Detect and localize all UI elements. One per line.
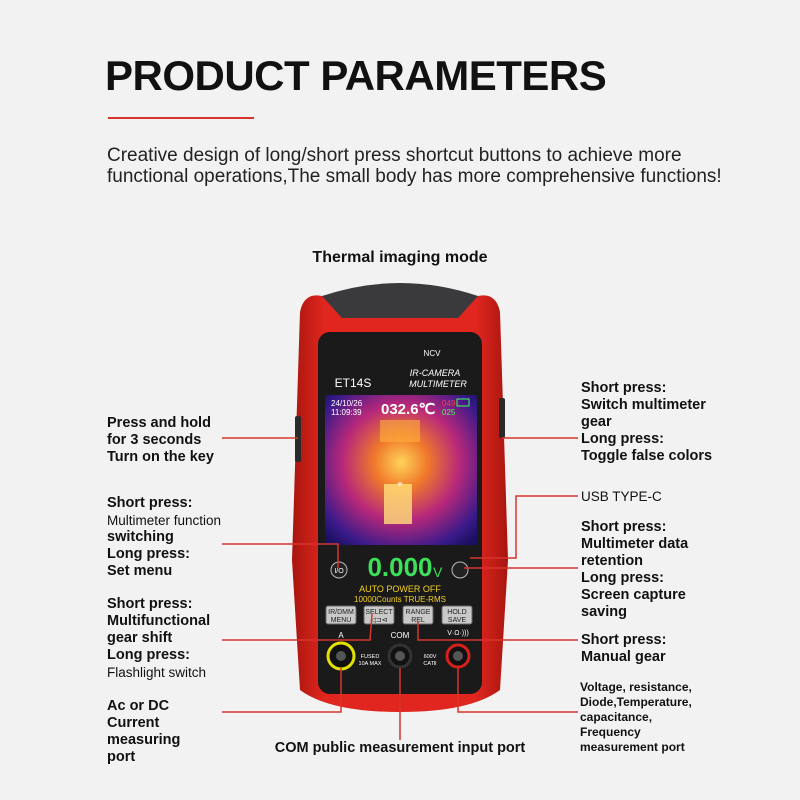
- fused-label-1: FUSED: [361, 654, 380, 660]
- annotation-manual-gear: Short press: Manual gear: [581, 632, 667, 665]
- mode-subtitle: Thermal imaging mode: [312, 249, 488, 266]
- ncv-label: NCV: [424, 349, 442, 358]
- annotation-function-switch: Short press: Multimeter function switchi…: [107, 495, 222, 579]
- battery-icon: [456, 398, 470, 407]
- reading-unit: V: [433, 564, 443, 580]
- title-underline: [108, 117, 254, 119]
- svg-text:MENU: MENU: [331, 617, 352, 624]
- brand-line1: IR-CAMERA: [410, 368, 461, 378]
- svg-text:RANGE: RANGE: [406, 609, 431, 616]
- annotation-usb: USB TYPE-C: [581, 489, 662, 504]
- temp-min: 025: [442, 408, 456, 417]
- io-key: [330, 561, 348, 579]
- annotation-power-key: Press and hold for 3 seconds Turn on the…: [107, 415, 214, 465]
- counts-text: 10000Counts TRUE-RMS: [354, 595, 446, 604]
- power-key: [295, 416, 301, 462]
- temp-max: 049: [442, 399, 456, 408]
- screen-temperature: 032.6℃: [381, 401, 436, 418]
- reading-display: 0.000: [367, 552, 432, 582]
- auto-power-text: AUTO POWER OFF: [359, 584, 441, 594]
- port-v-label: V·Ω·))): [447, 630, 469, 637]
- page-title: PRODUCT PARAMETERS: [105, 52, 607, 99]
- annotation-gear-switch: Short press: Switch multimeter gear Long…: [581, 380, 713, 464]
- annotation-gear-shift: Short press: Multifunctional gear shift …: [107, 596, 211, 680]
- screen-date: 24/10/26: [331, 399, 363, 408]
- cat-label-2: CATⅡ: [423, 661, 437, 667]
- svg-text:SAVE: SAVE: [448, 617, 466, 624]
- ir-dmm-button: [325, 605, 357, 625]
- annotation-data-retention: Short press: Multimeter data retention L…: [581, 519, 689, 620]
- svg-text:⌖: ⌖: [397, 479, 403, 490]
- port-com-label: COM: [391, 631, 410, 640]
- model-label: ET14S: [335, 376, 372, 390]
- annotation-current-port: Ac or DC Current measuring port: [107, 698, 181, 765]
- brand-line2: MULTIMETER: [409, 379, 467, 389]
- annotation-com-port: COM public measurement input port: [274, 740, 526, 756]
- thermal-hotspot: [384, 484, 412, 524]
- svg-text:IR/DMM: IR/DMM: [328, 609, 354, 616]
- intro-text: Creative design of long/short press shor…: [107, 145, 722, 187]
- annotation-voltage-port: Voltage, resistance, Diode,Temperature, …: [580, 680, 692, 754]
- svg-text:I/O: I/O: [334, 568, 344, 575]
- cat-label-1: 600V: [424, 654, 437, 660]
- thermal-hotspot-2: [380, 420, 420, 442]
- svg-text:HOLD: HOLD: [447, 609, 466, 616]
- hold-button: [441, 605, 473, 625]
- svg-text:REL: REL: [411, 617, 425, 624]
- side-key-right: [499, 398, 505, 438]
- svg-text:◁⊐⊲: ◁⊐⊲: [370, 617, 387, 624]
- port-a-label: A: [338, 631, 344, 640]
- usb-key: [451, 561, 469, 579]
- screen-time: 11:09:39: [331, 408, 362, 417]
- fused-label-2: 10A MAX: [359, 661, 382, 667]
- leader-lines: [222, 437, 578, 740]
- svg-text:SELECT: SELECT: [365, 609, 393, 616]
